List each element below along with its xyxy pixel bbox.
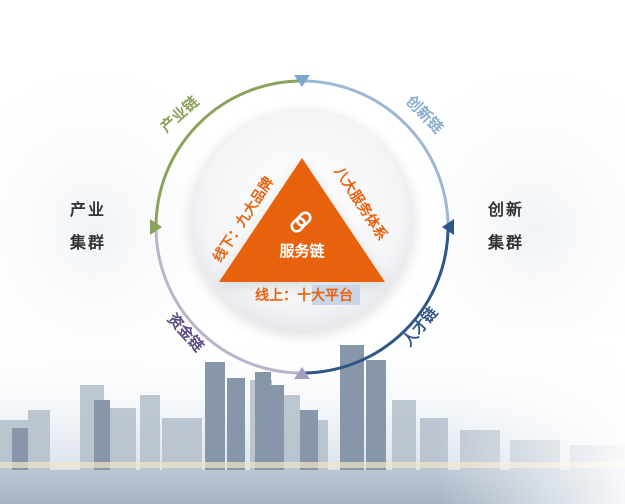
triangle-right-icon: [150, 219, 162, 235]
capital-chain-arc: [154, 225, 304, 375]
triangle-up-icon: [294, 367, 310, 379]
industry-cluster-line1: 产业: [69, 200, 106, 219]
online-label-highlight: [312, 285, 360, 305]
outer-ring: [154, 79, 450, 375]
industry-cluster-label: 产业 集群: [58, 193, 118, 259]
background-glow-right: [365, 40, 625, 420]
innovation-cluster-label: 创新 集群: [476, 193, 536, 259]
background-glow-left: [0, 40, 265, 420]
city-skyline: [0, 330, 625, 504]
innovation-cluster-line2: 集群: [487, 233, 524, 252]
industry-cluster-line2: 集群: [69, 233, 106, 252]
innovation-cluster-line1: 创新: [487, 200, 524, 219]
innovation-chain-arc: [300, 79, 450, 229]
triangle-down-icon: [294, 75, 310, 87]
link-icon: [290, 211, 312, 233]
triangle-left-icon: [442, 219, 454, 235]
talent-chain-arc: [300, 225, 450, 375]
industry-chain-arc: [154, 79, 304, 229]
center-title: 服务链: [279, 242, 325, 260]
online-platforms-label: 线上：十大平台: [255, 287, 353, 304]
